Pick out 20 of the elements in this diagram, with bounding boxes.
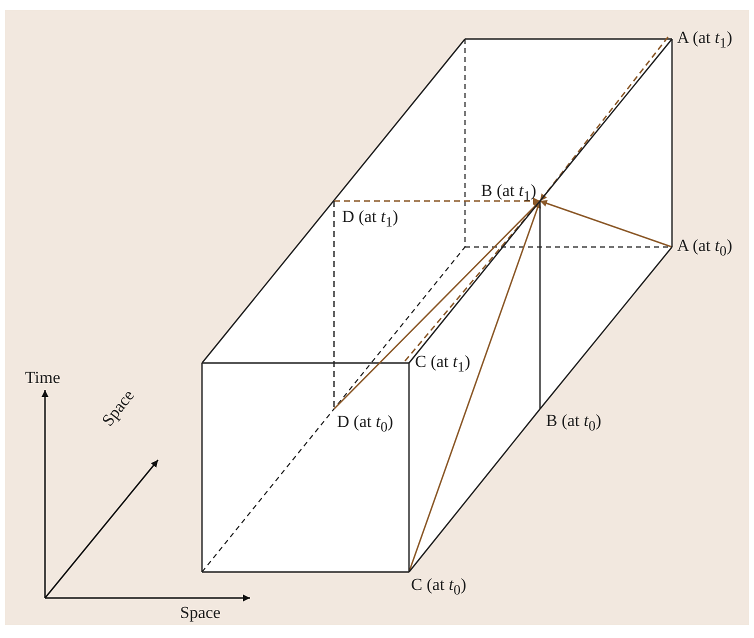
line bbox=[408, 363, 410, 572]
axis-label: Time bbox=[25, 368, 60, 388]
point-label: D (at t$_{1}$) bbox=[342, 207, 398, 232]
line bbox=[333, 201, 335, 409]
arrow bbox=[334, 198, 540, 204]
point-label: A (at t$_{0}$) bbox=[677, 236, 732, 262]
arrow bbox=[540, 200, 672, 248]
line bbox=[671, 39, 673, 247]
point-label: A (at t$_{1}$) bbox=[677, 28, 732, 54]
line bbox=[408, 408, 541, 572]
line bbox=[539, 246, 673, 410]
axis-label: Space bbox=[180, 603, 221, 623]
arrow bbox=[333, 200, 541, 410]
point-label: B (at t$_{0}$) bbox=[546, 411, 602, 436]
point-label: C (at t$_{1}$) bbox=[415, 352, 470, 378]
point-label: B (at t$_{1}$) bbox=[481, 181, 536, 206]
point-label: D (at t$_{0}$) bbox=[337, 412, 394, 438]
line bbox=[539, 201, 541, 409]
point-label: C (at t$_{0}$) bbox=[411, 575, 466, 600]
arrow bbox=[408, 200, 541, 572]
